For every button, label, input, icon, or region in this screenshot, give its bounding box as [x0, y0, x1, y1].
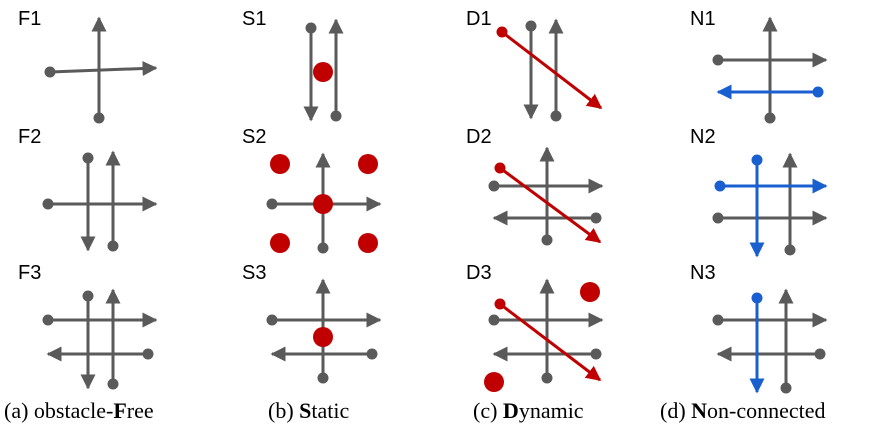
s2-obstacle-3 — [313, 194, 333, 214]
d2-start-point-1 — [488, 180, 500, 192]
s2-start-point-1 — [266, 198, 278, 210]
s3-start-point-2 — [366, 348, 378, 360]
n2-start-point-3 — [714, 180, 726, 192]
d3-path-arrow-4 — [499, 302, 602, 382]
f3-start-point-1 — [42, 314, 54, 326]
s1-obstacle-1 — [313, 62, 333, 82]
f1-start-point-2 — [93, 112, 105, 124]
n2-start-point-1 — [712, 212, 724, 224]
f3-start-point-3 — [82, 290, 94, 302]
n2-start-point-2 — [784, 244, 796, 256]
panel-label-s1: S1 — [242, 8, 267, 30]
panel-label-n1: N1 — [690, 8, 716, 30]
panel-label-f2: F2 — [18, 126, 42, 148]
d2-start-point-3 — [541, 234, 553, 246]
s1-start-point-1 — [305, 22, 317, 34]
n3-start-point-3 — [780, 382, 792, 394]
s2-obstacle-2 — [358, 154, 378, 174]
s3-start-point-1 — [266, 314, 278, 326]
d3-start-point-3 — [541, 372, 553, 384]
s2-obstacle-5 — [358, 233, 378, 253]
d3-start-point-2 — [590, 348, 602, 360]
s2-obstacle-1 — [270, 154, 290, 174]
panel-label-n2: N2 — [690, 126, 716, 148]
d1-start-point-3 — [496, 26, 508, 38]
n1-start-point-2 — [764, 112, 776, 124]
d1-path-arrow-3 — [501, 30, 603, 110]
f2-start-point-1 — [42, 198, 54, 210]
n1-start-point-1 — [712, 54, 724, 66]
s1-start-point-2 — [330, 110, 342, 122]
d1-start-point-2 — [550, 110, 562, 122]
d2-path-arrow-4 — [499, 166, 602, 244]
s2-obstacle-4 — [270, 233, 290, 253]
caption-c: (c) Dynamic — [473, 398, 584, 423]
s3-obstacle-1 — [313, 327, 333, 347]
panel-label-d2: D2 — [466, 126, 492, 148]
d3-start-point-4 — [494, 298, 506, 310]
d3-start-point-1 — [488, 314, 500, 326]
n3-start-point-1 — [712, 314, 724, 326]
d2-start-point-4 — [494, 162, 506, 174]
panel-label-f3: F3 — [18, 262, 42, 284]
f1-path-arrow-1 — [49, 61, 158, 77]
caption-b: (b) Static — [268, 398, 350, 423]
d1-start-point-1 — [525, 20, 537, 32]
caption-a: (a) obstacle-Free — [4, 398, 154, 423]
n1-start-point-3 — [812, 86, 824, 98]
panel-label-d1: D1 — [466, 8, 492, 30]
f3-start-point-4 — [107, 378, 119, 390]
d2-start-point-2 — [590, 212, 602, 224]
f3-start-point-2 — [142, 348, 154, 360]
panel-label-f1: F1 — [18, 8, 42, 30]
d3-obstacle-2 — [484, 372, 504, 392]
n2-start-point-4 — [751, 154, 763, 166]
f1-start-point-1 — [44, 66, 56, 78]
panel-label-n3: N3 — [690, 262, 716, 284]
panel-label-s2: S2 — [242, 126, 267, 148]
s2-start-point-2 — [317, 242, 329, 254]
n3-start-point-2 — [814, 348, 826, 360]
f2-start-point-3 — [107, 240, 119, 252]
s3-start-point-3 — [317, 372, 329, 384]
d3-obstacle-1 — [580, 282, 600, 302]
f2-start-point-2 — [82, 152, 94, 164]
caption-d: (d) Non-connected — [660, 398, 826, 423]
panel-label-d3: D3 — [466, 262, 492, 284]
n3-start-point-4 — [751, 292, 763, 304]
panel-label-s3: S3 — [242, 262, 267, 284]
